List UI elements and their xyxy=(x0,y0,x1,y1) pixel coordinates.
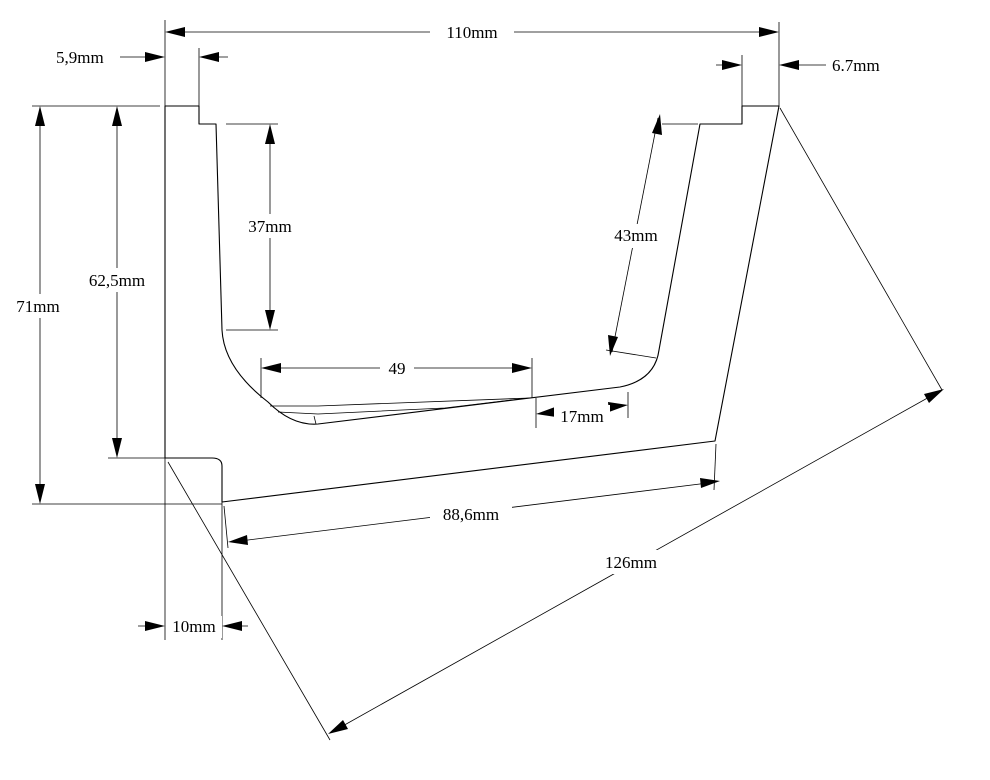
overall-width-label: 110mm xyxy=(446,23,497,42)
bottom-segment-label: 17mm xyxy=(560,407,603,426)
right-lip-label: 6.7mm xyxy=(832,56,880,75)
wall-thickness-label: 10mm xyxy=(172,617,215,636)
overall-height-label: 71mm xyxy=(16,297,59,316)
inner-wall-label: 37mm xyxy=(248,217,291,236)
base-length-label: 88,6mm xyxy=(443,505,499,524)
inner-height-label: 62,5mm xyxy=(89,271,145,290)
arrowheads xyxy=(35,27,944,734)
bottom-rib-tick xyxy=(313,415,317,425)
outer-profile xyxy=(164,105,780,503)
diagonal-label: 126mm xyxy=(605,553,657,572)
left-lip-label: 5,9mm xyxy=(56,48,104,67)
extension-lines xyxy=(32,20,943,741)
dimension-labels: 110mm 5,9mm 6.7mm 71mm 62,5mm 37mm 43mm … xyxy=(6,20,880,638)
bottom-rib-upper xyxy=(270,397,531,407)
bottom-width-label: 49 xyxy=(389,359,406,378)
bottom-rib-lower xyxy=(277,398,521,415)
sloped-wall-label: 43mm xyxy=(614,226,657,245)
